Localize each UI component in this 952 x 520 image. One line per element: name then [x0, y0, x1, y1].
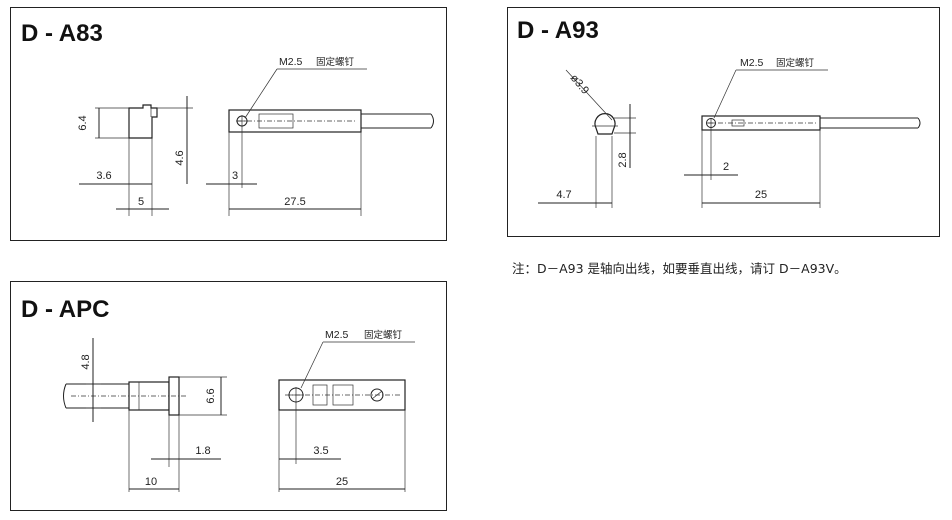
- d-a93-dim-25: 25: [755, 189, 767, 201]
- d-apc-dim-4-8: 4.8: [80, 354, 92, 369]
- d-apc-title: D - APC: [21, 296, 109, 323]
- d-a93-title: D - A93: [517, 17, 599, 44]
- d-a93-drawing: D - A93 ø3.9 2.8 4.7: [517, 17, 921, 208]
- panel-d-a93: D - A93 ø3.9 2.8 4.7: [507, 7, 940, 237]
- d-a83-dim-3-6: 3.6: [96, 170, 111, 182]
- d-a83-dim-3: 3: [232, 170, 238, 182]
- d-a83-drawing: D - A83 6.4 4.6 3.6 5: [21, 20, 434, 216]
- d-a83-side-view: [128, 104, 158, 139]
- d-a83-screw-label: M2.5: [279, 56, 303, 68]
- d-a93-dim-4-7: 4.7: [556, 189, 571, 201]
- d-apc-screw-cn: 固定螺钉: [364, 329, 403, 341]
- d-a83-top-view: [228, 109, 434, 133]
- d-a93-screw-cn: 固定螺钉: [776, 57, 815, 69]
- d-a93-dim-2: 2: [723, 161, 729, 173]
- d-apc-dim-1-8: 1.8: [195, 445, 210, 457]
- d-apc-top-view: [278, 379, 406, 411]
- d-a83-title: D - A83: [21, 20, 103, 47]
- d-a93-note: 注：D－A93 是轴向出线，如要垂直出线，请订 D－A93V。: [512, 261, 847, 276]
- d-apc-screw-label: M2.5: [325, 329, 349, 341]
- d-a93-side-view: [592, 113, 618, 135]
- d-apc-dim-10: 10: [145, 476, 157, 488]
- d-apc-dim-25: 25: [336, 476, 348, 488]
- d-a83-dim-27-5: 27.5: [284, 196, 305, 208]
- d-a83-dim-4-6: 4.6: [174, 150, 186, 165]
- d-a93-top-view: [701, 115, 921, 131]
- panel-d-apc: D - APC 4.8 6.6 1.8 10: [10, 281, 447, 511]
- d-a83-dim-6-4: 6.4: [77, 115, 89, 130]
- d-a93-dim-2-8: 2.8: [617, 152, 629, 167]
- d-apc-dim-6-6: 6.6: [205, 388, 217, 403]
- d-apc-drawing: D - APC 4.8 6.6 1.8 10: [21, 296, 415, 492]
- d-apc-side-view: [63, 376, 186, 416]
- d-a83-screw-cn: 固定螺钉: [316, 56, 355, 68]
- d-a93-screw-label: M2.5: [740, 57, 764, 69]
- d-a83-dim-5: 5: [138, 196, 144, 208]
- d-apc-dim-3-5: 3.5: [313, 445, 328, 457]
- panel-d-a83: D - A83 6.4 4.6 3.6 5: [10, 7, 447, 241]
